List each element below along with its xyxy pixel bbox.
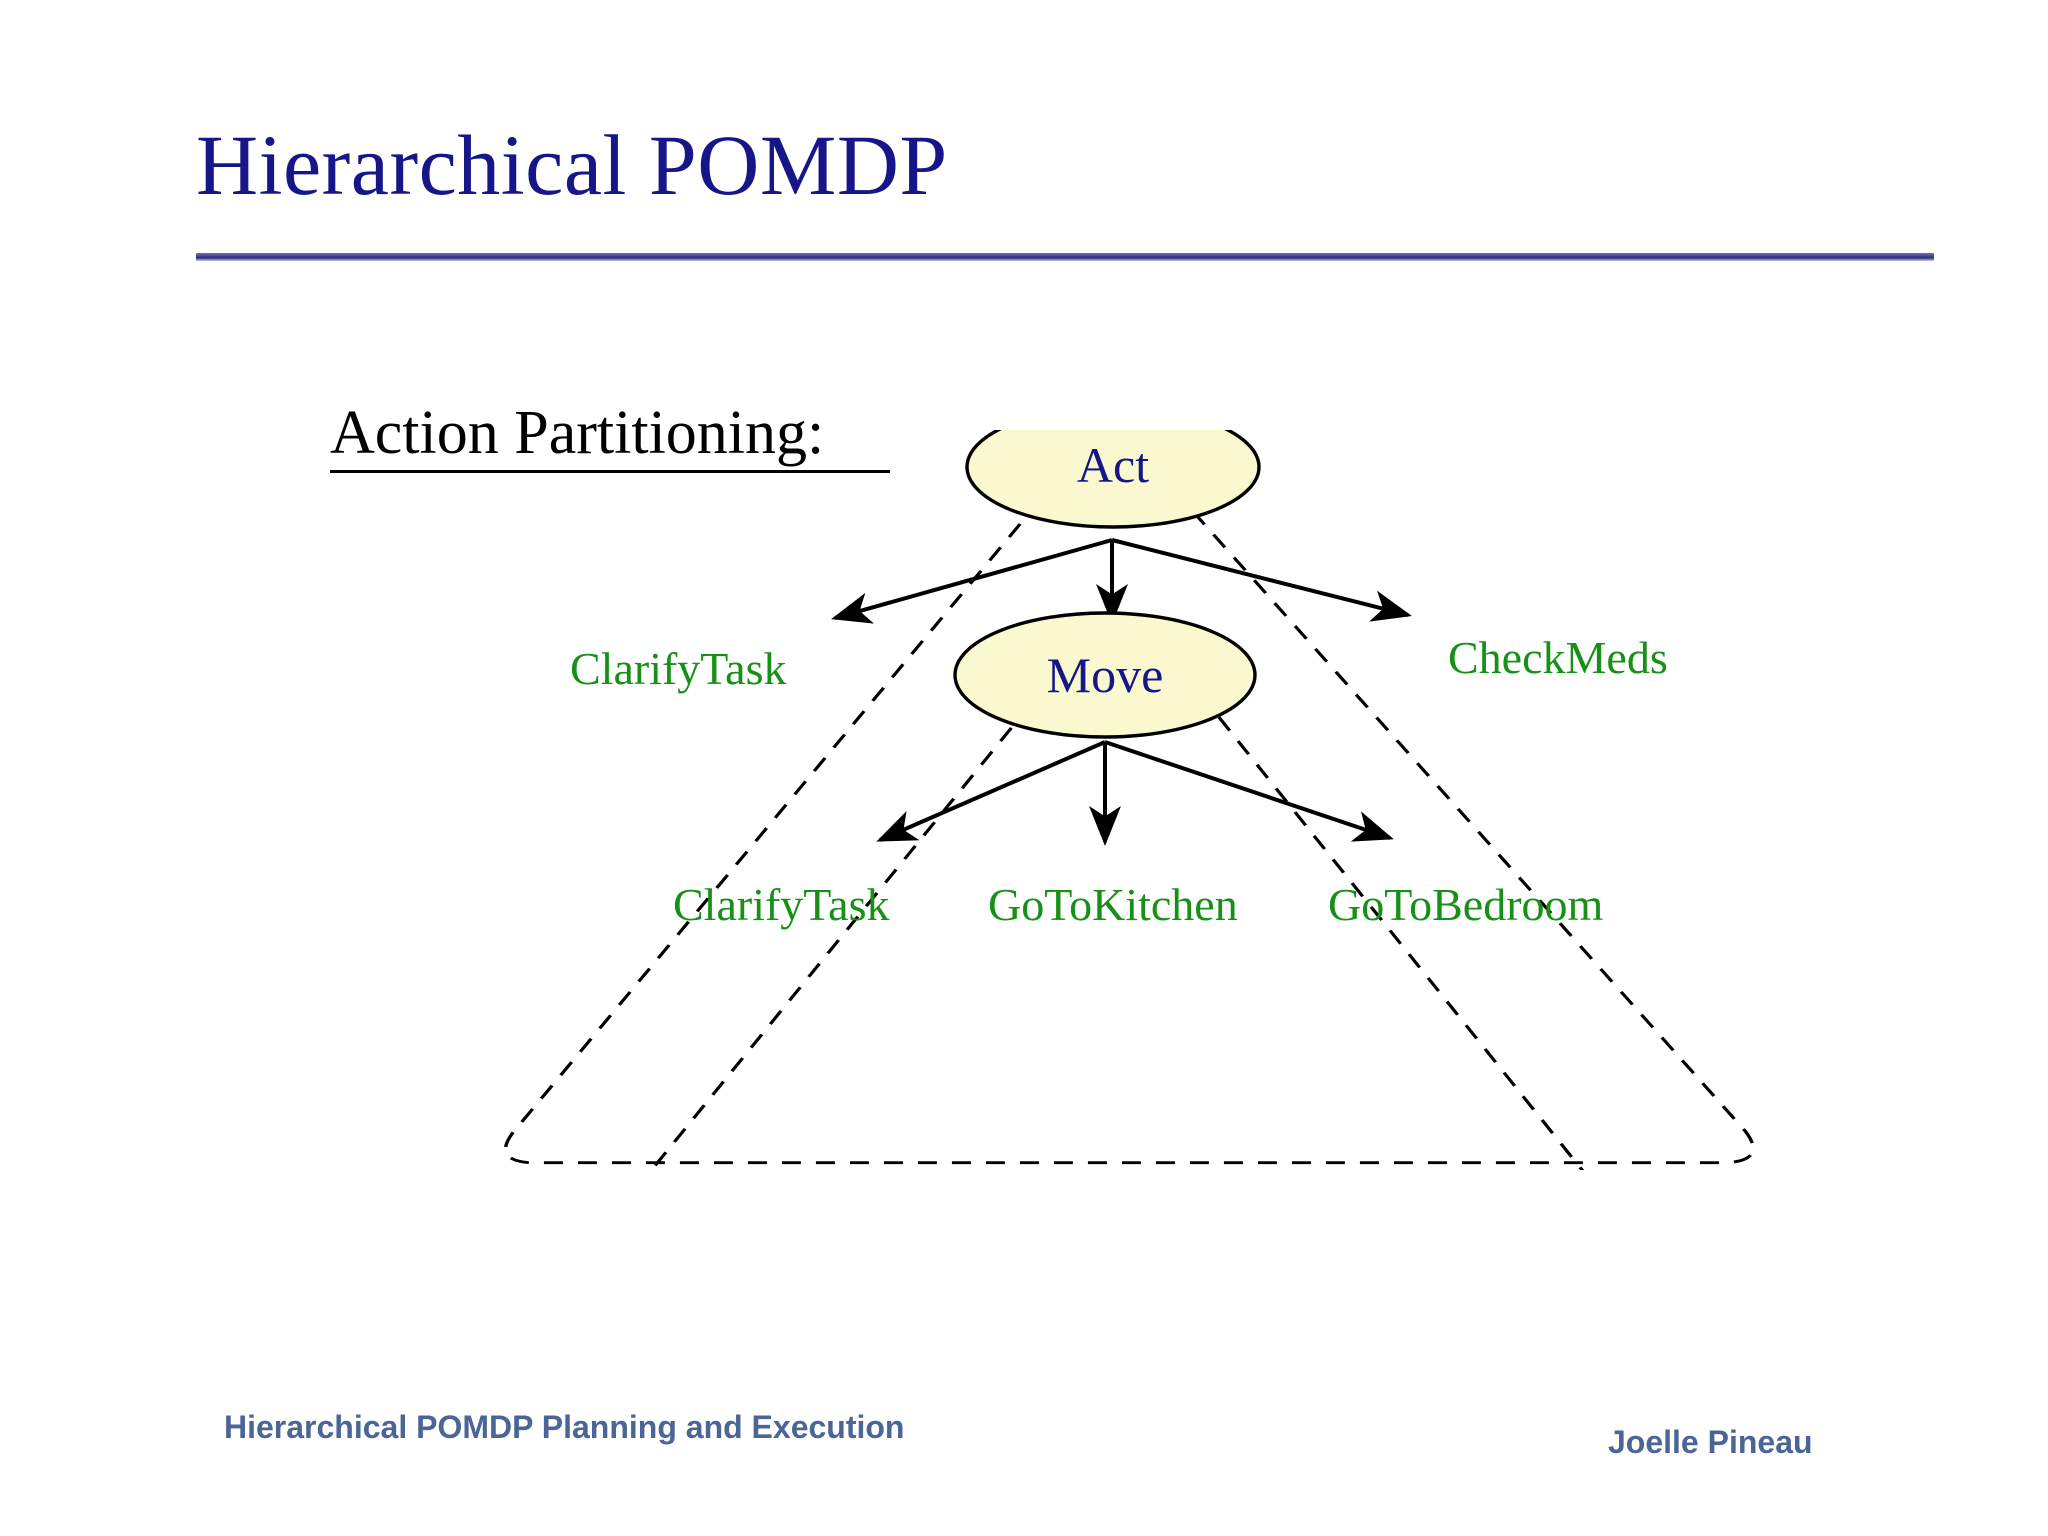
edge-move-to-gotobedroom [1104, 740, 1394, 842]
footer-presentation-title: Hierarchical POMDP Planning and Executio… [224, 1409, 905, 1445]
action-partitioning-diagram: Act Move ClarifyTask CheckMeds ClarifyTa… [0, 430, 2048, 1170]
footer-author: Joelle Pineau [1608, 1424, 1813, 1460]
node-move[interactable]: Move [953, 611, 1257, 739]
leaf-label-clarifytask-1: ClarifyTask [570, 643, 787, 694]
edge-act-to-clarifytask [831, 538, 1113, 624]
node-act-label: Act [1077, 437, 1149, 493]
node-move-label: Move [1047, 647, 1164, 703]
section-heading-underline [330, 470, 890, 473]
node-act[interactable]: Act [965, 430, 1261, 529]
leaf-label-gotobedroom: GoToBedroom [1328, 879, 1604, 930]
section-heading: Action Partitioning: [330, 399, 825, 467]
page-title: Hierarchical POMDP [196, 117, 948, 213]
title-divider [196, 253, 1934, 261]
leaf-label-checkmeds: CheckMeds [1448, 632, 1668, 683]
node-move-shape [953, 611, 1257, 739]
leaf-label-clarifytask-2: ClarifyTask [673, 879, 890, 930]
node-act-shape [965, 430, 1261, 529]
edge-move-to-clarifytask [876, 740, 1106, 842]
diagram-canvas: Act Move ClarifyTask CheckMeds ClarifyTa… [503, 430, 1755, 1170]
edge-act-to-checkmeds [1111, 538, 1412, 622]
leaf-label-gotokitchen: GoToKitchen [988, 879, 1238, 930]
